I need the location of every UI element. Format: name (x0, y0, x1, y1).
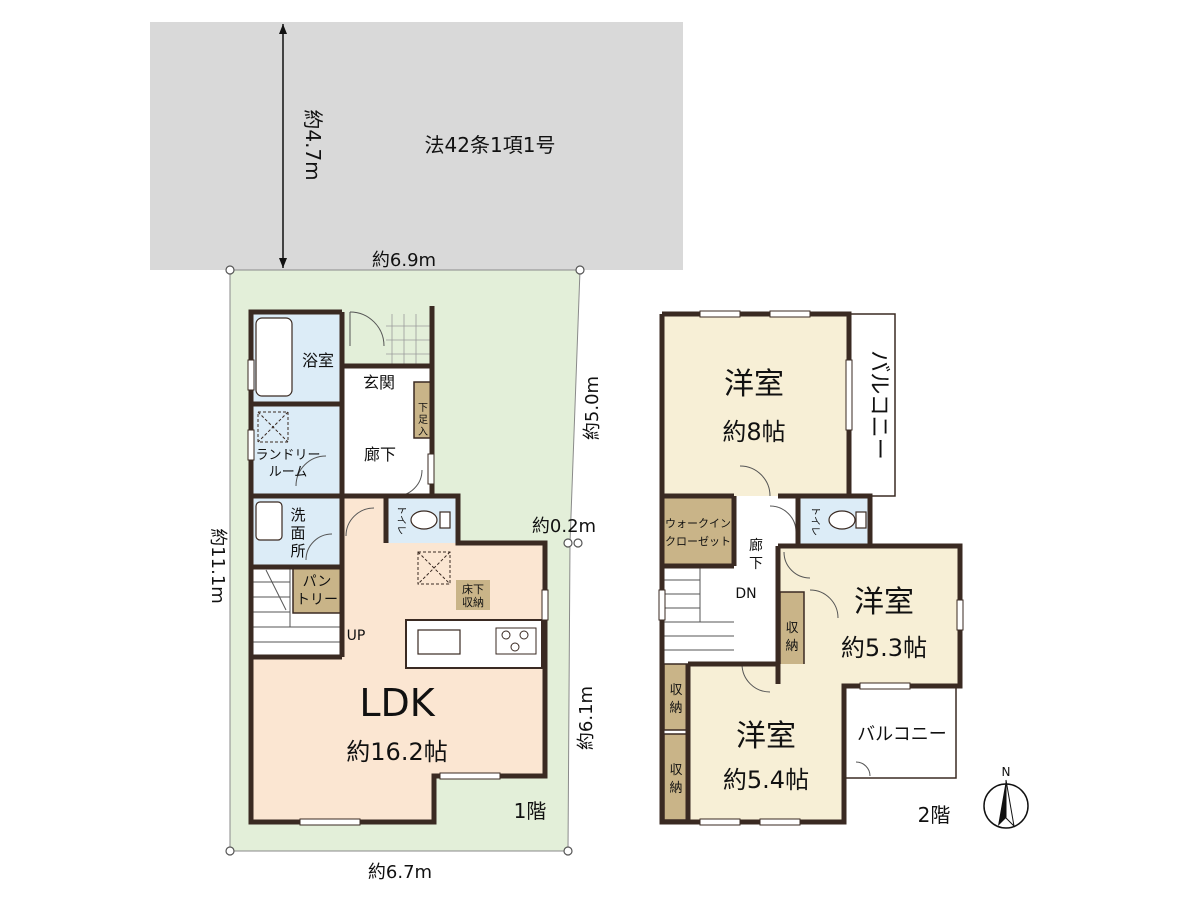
compass: N (983, 765, 1029, 829)
toilet-label-1f: トイレ (395, 505, 406, 535)
site-right-lower: 約6.1m (576, 686, 597, 750)
western-c (688, 664, 842, 822)
ldk-area (251, 496, 545, 822)
road-label: 法42条1項1号 (425, 133, 556, 157)
stairs-up-label: UP (347, 628, 366, 644)
western-b-size: 約5.3帖 (841, 634, 927, 662)
balcony-a (848, 313, 896, 497)
wic (662, 496, 734, 566)
toilet-label-2f: トイレ (809, 506, 820, 536)
genkan-tiles (386, 314, 430, 364)
stairs-treads-2f (662, 566, 734, 651)
laundry-skylight (257, 411, 289, 443)
wic-label-1: ウォークイン (665, 517, 731, 530)
western-b-name: 洋室 (854, 585, 914, 620)
ldk-skylight (417, 551, 451, 585)
road-area (150, 22, 683, 270)
closet-c2-label-2: 納 (669, 781, 682, 796)
floor2-plan: 洋室 約8帖 バルコニー ウォークイン クローゼット 廊 下 DN トイレ 洋室… (658, 310, 964, 827)
washroom-label-1: 洗 (290, 506, 305, 524)
site-right-upper: 約5.0m (582, 376, 603, 440)
shoe-storage-label-2: 足 (418, 414, 428, 426)
road-depth-dimension: 約4.7m (279, 24, 325, 268)
ldk-name: LDK (359, 681, 435, 725)
closet-c1-label-1: 収 (669, 683, 682, 698)
windows-2f (658, 310, 964, 826)
closet-c2-label-1: 収 (669, 763, 682, 778)
site-right-offset: 約0.2m (532, 516, 596, 537)
pantry-label-2: トリー (296, 592, 338, 608)
shoe-storage-label-1: 下 (418, 403, 428, 414)
floor1-label: 1階 (514, 799, 547, 823)
laundry-label-1: ランドリー (255, 448, 320, 463)
western-c-size: 約5.4帖 (723, 766, 809, 794)
western-a (662, 314, 847, 496)
washroom-label-3: 所 (290, 542, 305, 560)
hall-2f-label-1: 廊 (749, 537, 763, 554)
site-top-width: 約6.9m (372, 250, 436, 271)
underfloor-label-1: 床下 (462, 582, 484, 596)
bathtub (255, 317, 293, 397)
stairs-treads-1f (251, 567, 341, 643)
compass-north-label: N (1002, 765, 1011, 779)
laundry-label-2: ルーム (269, 465, 308, 480)
windows-1f (247, 359, 549, 826)
stairs-down-label: DN (735, 586, 756, 602)
kitchen-sink (417, 629, 461, 655)
underfloor-storage (456, 580, 490, 610)
washroom-label-2: 面 (290, 524, 305, 542)
balcony-b-label: バルコニー (857, 724, 947, 745)
road-depth-label: 約4.7m (301, 109, 325, 180)
site-bottom-width: 約6.7m (368, 862, 432, 883)
compass-needle-half-icon (1005, 779, 1015, 828)
pantry (292, 566, 342, 614)
entrance-label: 玄関 (363, 373, 395, 392)
shoe-storage-label-3: 入 (418, 427, 428, 438)
western-b (778, 546, 960, 684)
doors-2f (739, 465, 871, 777)
western-c-name: 洋室 (736, 719, 796, 754)
cooktop (495, 627, 537, 655)
toilet-fixture-2f (828, 510, 867, 530)
site-corner-markers (225, 265, 585, 856)
western-a-size: 約8帖 (722, 418, 785, 446)
compass-needle-icon (998, 780, 1006, 826)
wic-label-2: クローゼット (665, 535, 731, 548)
floor2-label: 2階 (918, 803, 951, 827)
balcony-a-text: バルコニー (866, 350, 891, 460)
site-left-depth: 約11.1m (207, 528, 228, 604)
bath-label: 浴室 (302, 351, 334, 370)
washbasin (255, 501, 283, 541)
balcony-b (843, 685, 957, 779)
floor1-plan: 浴室 玄関 下 足 入 ランドリー ルーム 廊下 トイレ 洗 面 所 パン トリ… (247, 306, 549, 826)
closet-b-label-1: 収 (785, 621, 798, 636)
western-a-name: 洋室 (724, 367, 784, 402)
hall-2f-label-2: 下 (749, 556, 763, 572)
underfloor-label-2: 収納 (462, 596, 484, 609)
balcony-a-label: バルコニー (866, 350, 891, 460)
pantry-label-1: パン (303, 574, 332, 590)
closet-b-label-2: 納 (785, 639, 798, 654)
closet-c1-label-2: 納 (669, 701, 682, 716)
ldk-size: 約16.2帖 (346, 738, 447, 766)
hall-label: 廊下 (364, 445, 396, 464)
toilet-fixture-1f (410, 510, 451, 530)
